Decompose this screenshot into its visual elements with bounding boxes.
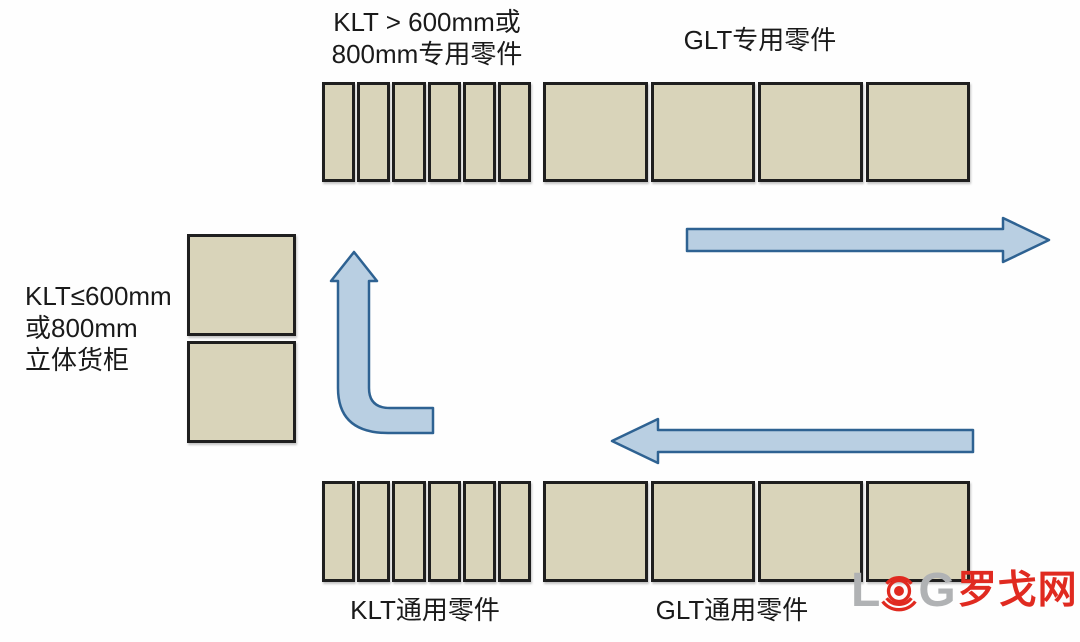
rack-bottom-glt xyxy=(543,481,970,582)
label-top-klt-parts: KLT > 600mm或 800mm专用零件 xyxy=(312,6,542,70)
label-line: 或800mm xyxy=(25,313,138,343)
rack-cell xyxy=(650,481,755,582)
label-line: KLT > 600mm或 xyxy=(333,7,521,37)
rack-cell xyxy=(357,481,391,582)
rack-top-klt xyxy=(322,82,532,182)
label-bottom-klt-parts: KLT通用零件 xyxy=(350,595,500,625)
rack-cell xyxy=(758,481,863,582)
logo-letter-l: L xyxy=(851,564,881,617)
rack-cell xyxy=(392,481,426,582)
logo-cn-text: 罗戈网 xyxy=(957,569,1078,612)
label-line: KLT≤600mm xyxy=(25,281,172,311)
label-top-glt-parts: GLT专用零件 xyxy=(683,25,837,55)
rack-top-glt xyxy=(543,82,970,182)
rack-cell xyxy=(187,341,296,443)
rack-cell xyxy=(650,82,755,182)
bullseye-target-icon xyxy=(881,576,918,612)
rack-cell xyxy=(865,82,970,182)
rack-left-stack xyxy=(187,234,296,443)
rack-cell xyxy=(427,481,461,582)
arrow-up-elbow-icon xyxy=(329,250,435,435)
rack-cell xyxy=(758,82,863,182)
label-left-stack: KLT≤600mm 或800mm 立体货柜 xyxy=(25,280,205,376)
rack-cell xyxy=(497,481,532,582)
label-bottom-glt-parts: GLT通用零件 xyxy=(655,595,809,625)
rack-bottom-klt xyxy=(322,481,532,582)
rack-cell xyxy=(392,82,426,182)
arrow-right-icon xyxy=(685,216,1051,264)
label-line: 800mm专用零件 xyxy=(331,39,523,69)
logo-letter-g: G xyxy=(918,564,956,617)
rack-cell xyxy=(357,82,391,182)
rack-cell xyxy=(462,82,496,182)
arrow-left-icon xyxy=(610,417,975,465)
label-line: 立体货柜 xyxy=(25,345,130,375)
rack-cell xyxy=(427,82,461,182)
rack-cell xyxy=(322,82,356,182)
rack-cell xyxy=(543,82,648,182)
rack-cell xyxy=(497,82,532,182)
rack-cell xyxy=(865,481,970,582)
logo-watermark: L G 罗戈网 xyxy=(851,564,1078,617)
rack-cell xyxy=(543,481,648,582)
rack-cell xyxy=(187,234,296,336)
rack-cell xyxy=(322,481,356,582)
rack-cell xyxy=(462,481,496,582)
